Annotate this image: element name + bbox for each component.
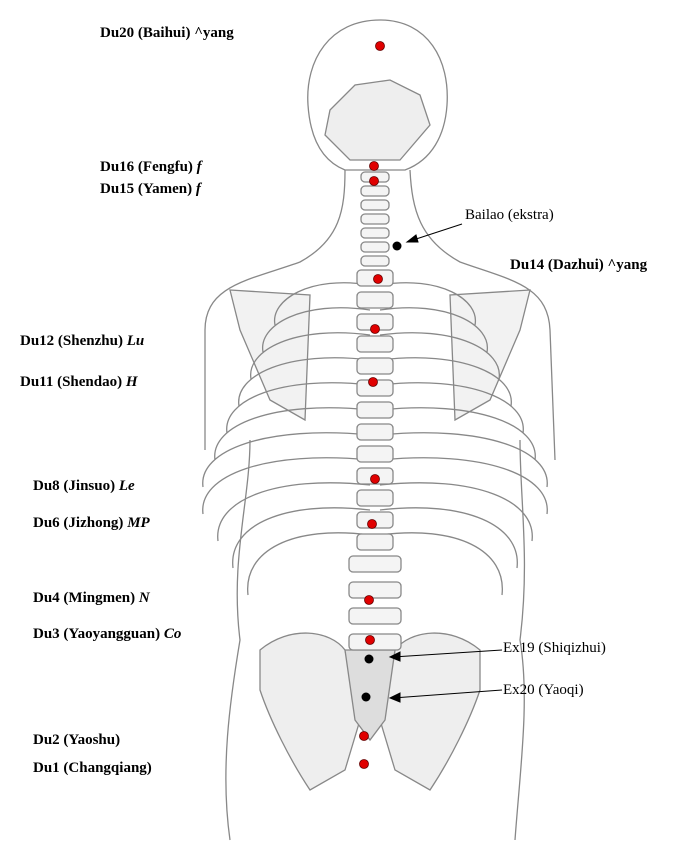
point-du15 bbox=[369, 176, 379, 186]
point-ex19 bbox=[364, 654, 374, 664]
vertebra bbox=[360, 199, 390, 211]
label-du14: Du14 (Dazhui) ^yang bbox=[510, 257, 648, 273]
rib-left bbox=[202, 432, 371, 488]
point-du8 bbox=[370, 474, 380, 484]
vertebra bbox=[348, 581, 402, 599]
point-du20 bbox=[375, 41, 385, 51]
vertebra bbox=[360, 185, 390, 197]
label-du15: Du15 (Yamen) f bbox=[100, 181, 201, 197]
rib-left bbox=[202, 457, 371, 515]
rib-left bbox=[214, 407, 371, 461]
label-du20: Du20 (Baihui) ^yang bbox=[100, 25, 234, 41]
vertebra bbox=[360, 255, 390, 267]
vertebra bbox=[356, 357, 394, 375]
rib-left bbox=[274, 282, 371, 326]
rib-left bbox=[226, 382, 371, 434]
label-du8: Du8 (Jinsuo) Le bbox=[33, 478, 135, 494]
label-du2: Du2 (Yaoshu) bbox=[33, 732, 121, 748]
point-ex20 bbox=[361, 692, 371, 702]
label-ex19: Ex19 (Shiqizhui) bbox=[503, 640, 606, 656]
rib-right bbox=[379, 407, 536, 461]
vertebra bbox=[348, 607, 402, 625]
point-du16 bbox=[369, 161, 379, 171]
vertebra bbox=[360, 241, 390, 253]
vertebra bbox=[356, 533, 394, 551]
rib-right bbox=[379, 357, 512, 407]
vertebra bbox=[356, 445, 394, 463]
rib-right bbox=[379, 482, 533, 542]
point-du6 bbox=[367, 519, 377, 529]
vertebra bbox=[360, 213, 390, 225]
label-du1: Du1 (Changqiang) bbox=[33, 760, 152, 776]
label-bailao: Bailao (ekstra) bbox=[465, 207, 554, 223]
pointer-arrows bbox=[388, 223, 503, 703]
point-du11 bbox=[368, 377, 378, 387]
label-du6: Du6 (Jizhong) MP bbox=[33, 515, 150, 531]
vertebra bbox=[356, 489, 394, 507]
rib-left bbox=[232, 507, 371, 569]
rib-right bbox=[379, 432, 548, 488]
vertebra bbox=[356, 291, 394, 309]
vertebra bbox=[356, 423, 394, 441]
vertebra bbox=[356, 401, 394, 419]
label-du3: Du3 (Yaoyangguan) Co bbox=[33, 626, 182, 642]
rib-right bbox=[379, 457, 548, 515]
point-bailao bbox=[392, 241, 402, 251]
point-du3 bbox=[365, 635, 375, 645]
vertebra bbox=[360, 227, 390, 239]
vertebra bbox=[348, 633, 402, 651]
rib-right bbox=[379, 507, 518, 569]
rib-left bbox=[217, 482, 371, 542]
rib-right bbox=[379, 332, 500, 380]
label-ex20: Ex20 (Yaoqi) bbox=[503, 682, 584, 698]
vertebra bbox=[356, 511, 394, 529]
point-du1 bbox=[359, 759, 369, 769]
point-du14 bbox=[373, 274, 383, 284]
vertebra bbox=[356, 335, 394, 353]
label-du16: Du16 (Fengfu) f bbox=[100, 159, 202, 175]
rib-left bbox=[238, 357, 371, 407]
rib-right bbox=[379, 382, 524, 434]
rib-left bbox=[262, 307, 371, 353]
rib-left bbox=[247, 532, 371, 596]
point-du4 bbox=[364, 595, 374, 605]
rib-right bbox=[379, 532, 503, 596]
label-du11: Du11 (Shendao) H bbox=[20, 374, 138, 390]
vertebra bbox=[348, 555, 402, 573]
rib-right bbox=[379, 282, 476, 326]
rib-left bbox=[250, 332, 371, 380]
point-du12 bbox=[370, 324, 380, 334]
point-du2 bbox=[359, 731, 369, 741]
label-du12: Du12 (Shenzhu) Lu bbox=[20, 333, 145, 349]
label-du4: Du4 (Mingmen) N bbox=[33, 590, 150, 606]
rib-right bbox=[379, 307, 488, 353]
